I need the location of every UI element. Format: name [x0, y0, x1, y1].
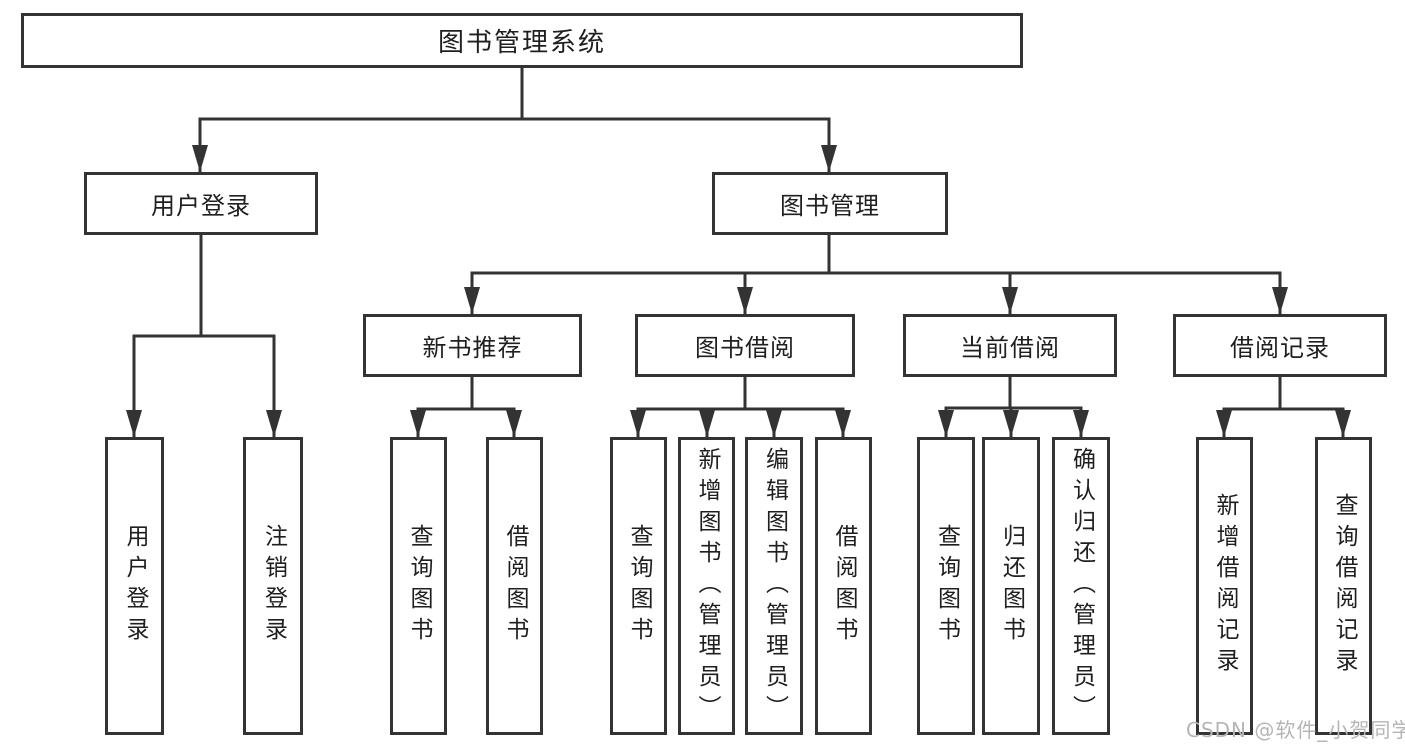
- leaf-borrow-add-label: 新增图书（管理员）: [694, 446, 720, 726]
- connector-newbook-rail: [416, 407, 516, 437]
- node-new-book-recommend-label: 新书推荐: [422, 334, 523, 362]
- node-borrow-records: 借阅记录: [1173, 314, 1387, 377]
- leaf-record-query: 查询借阅记录: [1315, 437, 1372, 735]
- leaf-borrow-borrow-label: 借阅图书: [831, 524, 857, 648]
- leaf-record-query-label: 查询借阅记录: [1331, 493, 1357, 679]
- leaf-borrow-borrow: 借阅图书: [815, 437, 872, 735]
- node-user-login-label: 用户登录: [151, 192, 251, 220]
- node-book-borrow-label: 图书借阅: [695, 334, 795, 362]
- leaf-borrow-query-label: 查询图书: [626, 524, 652, 648]
- leaf-current-confirm: 确认归还（管理员）: [1052, 437, 1110, 735]
- connector-userlogin-rail: [132, 334, 276, 437]
- leaf-newbook-borrow: 借阅图书: [486, 437, 543, 735]
- leaf-borrow-query: 查询图书: [610, 437, 667, 735]
- leaf-newbook-borrow-label: 借阅图书: [502, 524, 528, 648]
- node-new-book-recommend: 新书推荐: [363, 314, 582, 377]
- node-book-borrow: 图书借阅: [635, 314, 855, 377]
- leaf-borrow-add: 新增图书（管理员）: [678, 437, 735, 735]
- leaf-record-add-label: 新增借阅记录: [1212, 493, 1238, 679]
- leaf-borrow-edit: 编辑图书（管理员）: [745, 437, 803, 735]
- leaf-current-query: 查询图书: [917, 437, 975, 735]
- node-root-system: 图书管理系统: [21, 13, 1023, 68]
- node-user-login: 用户登录: [84, 172, 318, 235]
- leaf-user-login: 用户登录: [105, 437, 164, 735]
- leaf-newbook-query-label: 查询图书: [406, 524, 432, 648]
- connector-records-rail: [1222, 407, 1345, 437]
- node-current-borrow-label: 当前借阅: [960, 334, 1060, 362]
- leaf-borrow-edit-label: 编辑图书（管理员）: [761, 446, 788, 726]
- leaf-logout: 注销登录: [243, 437, 303, 735]
- node-book-management: 图书管理: [712, 172, 948, 235]
- leaf-current-return-label: 归还图书: [998, 524, 1025, 648]
- leaf-current-query-label: 查询图书: [933, 524, 960, 648]
- leaf-newbook-query: 查询图书: [390, 437, 447, 735]
- leaf-logout-label: 注销登录: [260, 524, 287, 648]
- node-current-borrow: 当前借阅: [903, 314, 1117, 377]
- connector-level2-rail: [470, 271, 1282, 314]
- leaf-record-add: 新增借阅记录: [1196, 437, 1253, 735]
- node-borrow-records-label: 借阅记录: [1230, 334, 1330, 362]
- connector-bookborrow-rail: [636, 407, 845, 437]
- leaf-user-login-label: 用户登录: [122, 524, 148, 648]
- csdn-watermark: CSDN @软件_小贺同学: [1186, 718, 1405, 742]
- leaf-current-confirm-label: 确认归还（管理员）: [1068, 446, 1095, 726]
- leaf-current-return: 归还图书: [982, 437, 1040, 735]
- connector-level1-rail: [198, 117, 831, 172]
- node-book-management-label: 图书管理: [780, 192, 880, 220]
- node-root-label: 图书管理系统: [437, 28, 606, 58]
